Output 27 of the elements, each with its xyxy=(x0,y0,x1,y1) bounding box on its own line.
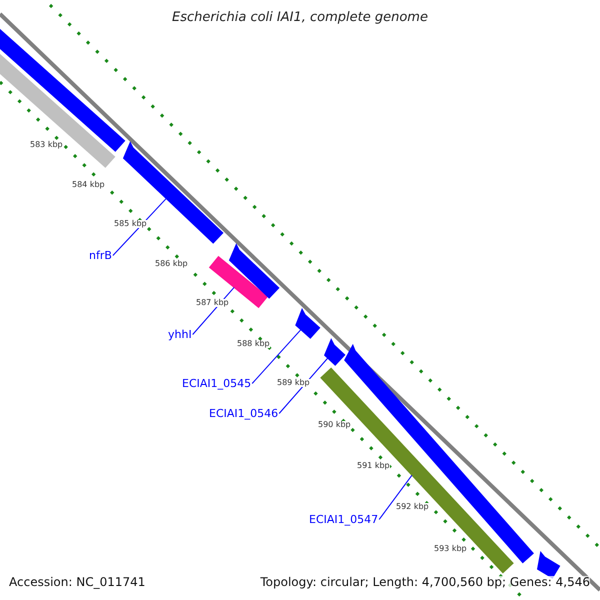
leader-line xyxy=(378,474,412,520)
gene-name: ECIAI1_0546 xyxy=(209,408,278,419)
leader-line xyxy=(112,198,167,256)
tick-label: 583 kbp xyxy=(30,141,63,149)
tick-label: 587 kbp xyxy=(196,299,229,307)
tick-label: 592 kbp xyxy=(396,503,429,511)
gene-name: ECIAI1_0547 xyxy=(309,514,378,525)
accession-text: Accession: NC_011741 xyxy=(9,576,146,588)
leader-line xyxy=(252,329,302,384)
gene-feature-bar xyxy=(537,551,560,579)
tick-label: 591 kbp xyxy=(357,462,390,470)
leader-line xyxy=(278,358,328,414)
tick-label: 588 kbp xyxy=(237,340,270,348)
gene-name: ECIAI1_0545 xyxy=(182,378,252,389)
gene-feature-bar xyxy=(295,308,320,339)
gene-name: nfrB xyxy=(89,250,112,261)
gene-name: yhhI xyxy=(168,329,192,340)
tick-label: 589 kbp xyxy=(277,379,310,387)
genome-summary-text: Topology: circular; Length: 4,700,560 bp; Genes: 4,546 xyxy=(260,576,590,588)
diagram-title: Escherichia coli IAI1, complete genome xyxy=(171,11,429,24)
tick-label: 593 kbp xyxy=(434,545,467,553)
gene-feature-bar xyxy=(228,243,280,299)
tick-label: 584 kbp xyxy=(72,181,105,189)
tick-label: 586 kbp xyxy=(155,260,188,268)
gene-feature-bar xyxy=(208,256,268,308)
tick-label: 590 kbp xyxy=(318,421,351,429)
tick-label: 585 kbp xyxy=(114,220,147,228)
